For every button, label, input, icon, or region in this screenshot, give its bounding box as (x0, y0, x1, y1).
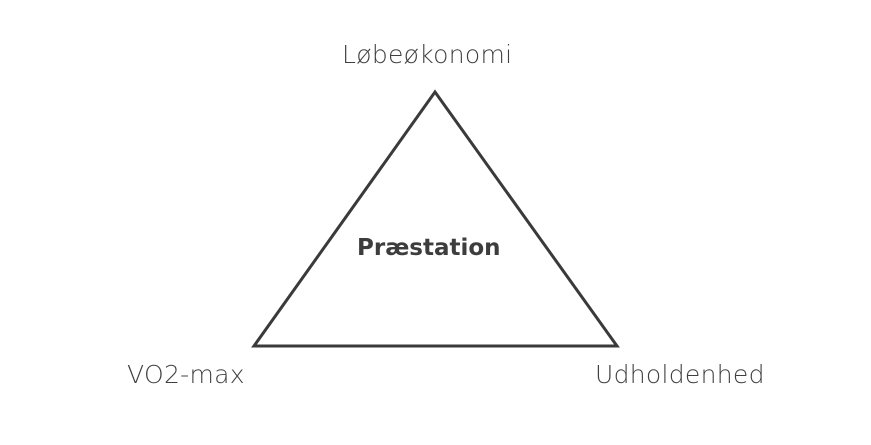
performance-triangle (251, 89, 620, 348)
center-label: Præstation (357, 235, 501, 261)
vertex-label-bottom-right: Udholdenhed (595, 360, 765, 389)
vertex-label-bottom-left: VO2-max (127, 360, 245, 389)
vertex-label-top: Løbeøkonomi (342, 40, 513, 69)
